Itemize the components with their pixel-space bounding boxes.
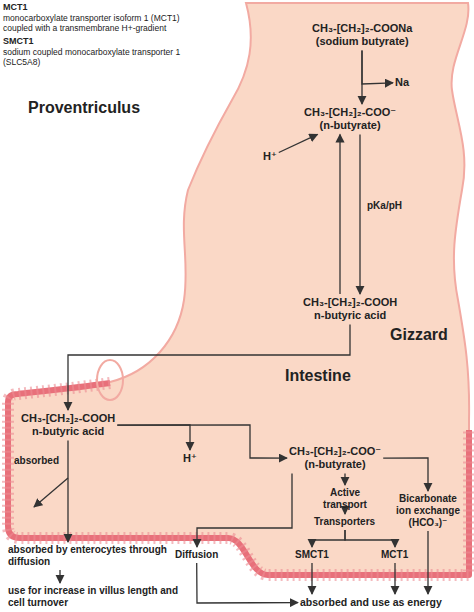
compound-text: CH₃-[CH₂]₂-COOHn-butyric acid: [21, 412, 115, 438]
node-text: Diffusion: [175, 549, 218, 561]
compound-text: CH₃-[CH₂]₂-COOHn-butyric acid: [303, 296, 397, 322]
node-text: MCT1: [381, 549, 408, 561]
flow-arrow: [427, 531, 428, 594]
ion-text: Na: [395, 76, 409, 89]
flow-arrow: [344, 513, 345, 514]
process-text: Transporters: [314, 516, 375, 528]
legend-term: MCT1: [3, 2, 28, 13]
flow-arrow: [59, 570, 60, 583]
node-text: CH₃-[CH₂]₂-COOH: [303, 296, 397, 309]
flow-arrow: [117, 425, 287, 458]
node-text: n-butyric acid: [21, 425, 115, 438]
node-text: n-butyric acid: [303, 309, 397, 322]
ion-text: H⁺: [183, 452, 197, 465]
flow-arrow: [345, 530, 395, 547]
compound-text: CH₃-[CH₂]₂-COONa(sodium butyrate): [312, 22, 412, 48]
node-text: SMCT1: [295, 549, 329, 561]
ion-text: H⁺: [263, 150, 277, 163]
flow-arrow: [197, 563, 298, 603]
node-text: absorbed and use as energy: [300, 596, 442, 609]
flow-arrow: [68, 324, 350, 410]
node-text: Active transport: [316, 487, 374, 511]
node-text: H⁺: [263, 150, 277, 163]
region-label: Proventriculus: [28, 98, 140, 117]
absorbed-arrow: [34, 478, 68, 507]
node-text: CH₃-[CH₂]₂-COO⁻: [304, 106, 396, 119]
process-text: Active transport: [316, 487, 374, 511]
node-text: absorbed by enterocytes through diffusio…: [8, 544, 186, 568]
pylorus-ring: [97, 360, 123, 400]
region-label: Intestine: [285, 366, 351, 385]
process-text: Diffusion: [175, 549, 218, 561]
node-text: (n-butyrate): [289, 458, 381, 471]
flow-arrow: [311, 563, 312, 594]
flow-arrow: [312, 530, 345, 547]
node-text: (sodium butyrate): [312, 35, 412, 48]
flow-arrow: [344, 473, 345, 485]
transporter-text: SMCT1: [295, 549, 329, 561]
node-text: H⁺: [183, 452, 197, 465]
flow-arrow: [117, 425, 190, 450]
node-text: use for increase in villus length and ce…: [8, 585, 186, 609]
legend-description: monocarboxylate transporter isoform 1 (M…: [3, 13, 203, 33]
intestine-wall: [8, 383, 469, 575]
node-text: CH₃-[CH₂]₂-COONa: [312, 22, 412, 35]
flow-arrow: [197, 473, 292, 547]
flow-arrow: [394, 563, 395, 594]
edge-label: pKa/pH: [367, 200, 402, 211]
flow-arrow: [383, 458, 428, 491]
compound-text: CH₃-[CH₂]₂-COO⁻(n-butyrate): [304, 106, 396, 132]
legend-description: sodium coupled monocarboxylate transport…: [3, 47, 203, 67]
outcome-text: use for increase in villus length and ce…: [8, 585, 186, 609]
node-text: Transporters: [314, 516, 375, 528]
outcome-text: absorbed by enterocytes through diffusio…: [8, 544, 186, 568]
transporter-text: MCT1: [381, 549, 408, 561]
compound-text: CH₃-[CH₂]₂-COO⁻(n-butyrate): [289, 445, 381, 471]
flow-arrow: [279, 134, 318, 152]
intestine-villi: [8, 383, 469, 575]
node-text: Na: [395, 76, 409, 89]
region-label: Gizzard: [390, 325, 448, 344]
flow-arrow: [67, 440, 68, 542]
process-label: absorbed: [14, 455, 59, 467]
node-text: (n-butyrate): [304, 119, 396, 132]
outcome-text: absorbed and use as energy: [300, 596, 442, 609]
node-text: Bicarbonate ion exchange (HCO₃)⁻: [391, 493, 465, 529]
gut-outline: [8, 3, 469, 575]
flow-arrow: [339, 134, 340, 294]
node-text: CH₃-[CH₂]₂-COO⁻: [289, 445, 381, 458]
flow-arrow: [362, 50, 393, 84]
legend-term: SMCT1: [3, 36, 34, 47]
node-text: CH₃-[CH₂]₂-COOH: [21, 412, 115, 425]
flow-arrow: [359, 134, 360, 294]
process-text: Bicarbonate ion exchange (HCO₃)⁻: [391, 493, 465, 529]
